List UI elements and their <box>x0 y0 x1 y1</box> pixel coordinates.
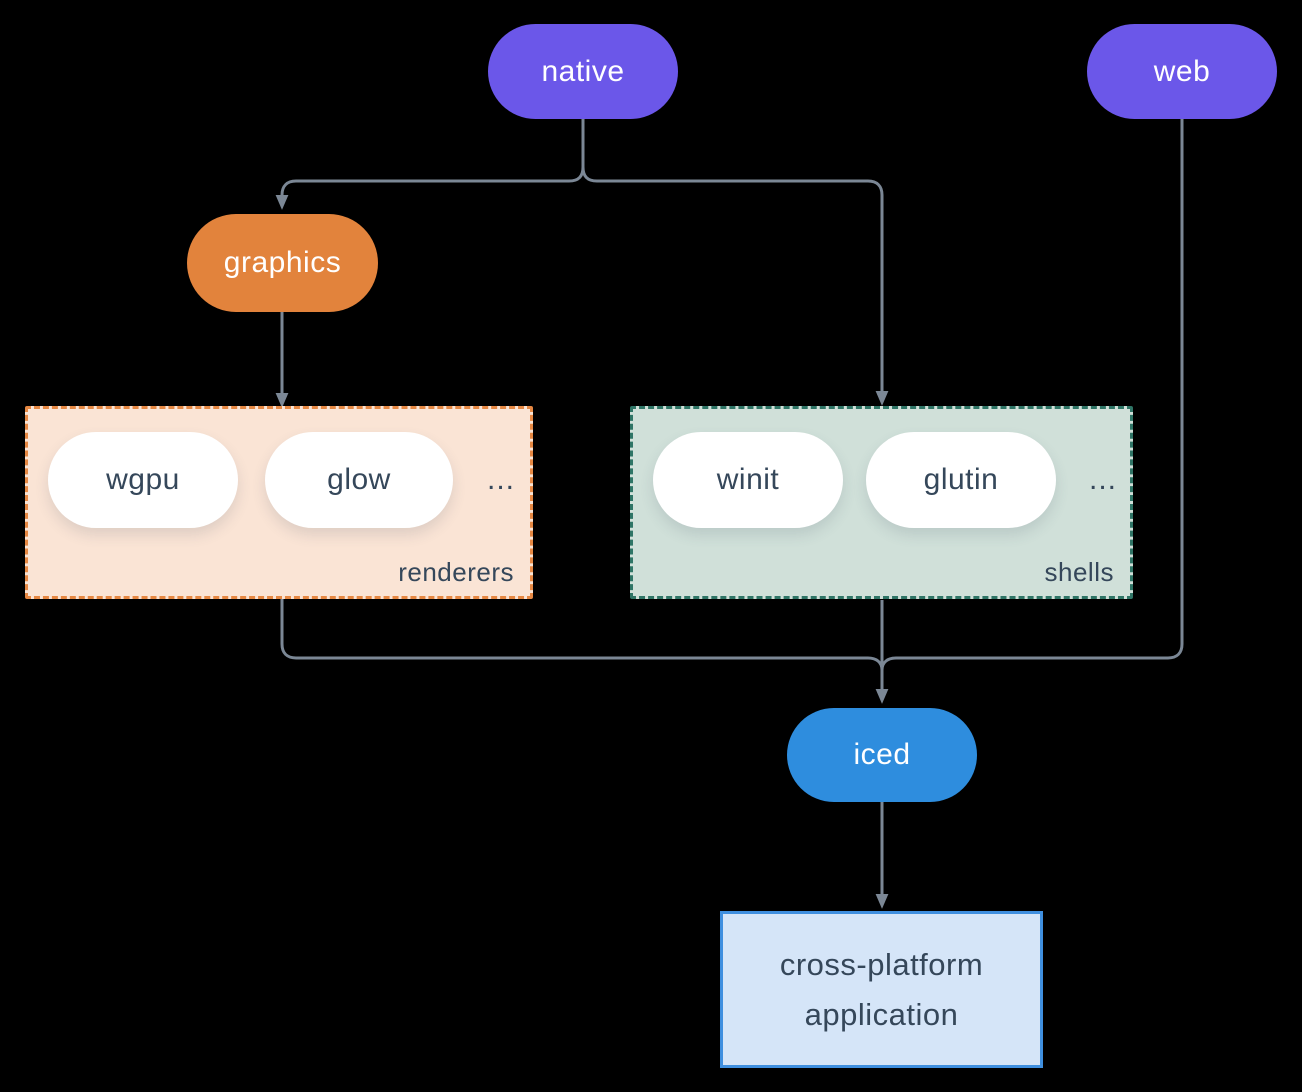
node-native-label: native <box>541 54 625 88</box>
node-winit: winit <box>653 432 843 528</box>
shells-ellipsis: ... <box>1088 463 1117 496</box>
node-winit-label: winit <box>716 463 780 496</box>
node-web: web <box>1087 24 1277 119</box>
node-glow-label: glow <box>327 463 391 496</box>
group-renderers: wgpu glow ... renderers <box>25 406 533 599</box>
node-app-label-line1: cross-platform <box>779 946 984 982</box>
node-graphics-label: graphics <box>223 246 342 279</box>
edge-renderers-to-merge <box>280 598 884 671</box>
group-renderers-label: renderers <box>398 557 514 587</box>
node-wgpu: wgpu <box>48 432 238 528</box>
node-glow: glow <box>265 432 453 528</box>
edge-native-to-graphics <box>275 166 585 210</box>
group-shells: winit glutin ... shells <box>630 406 1133 599</box>
node-glutin-label: glutin <box>923 463 999 496</box>
node-wgpu-label: wgpu <box>106 463 180 496</box>
node-web-label: web <box>1153 54 1211 88</box>
renderers-ellipsis: ... <box>486 463 515 496</box>
node-graphics: graphics <box>187 214 378 312</box>
node-glutin: glutin <box>866 432 1056 528</box>
edge-native-to-shells <box>581 166 889 406</box>
node-app-label-line2: application <box>804 996 959 1032</box>
node-iced-label: iced <box>853 738 911 771</box>
node-iced: iced <box>787 708 977 802</box>
node-native: native <box>488 24 678 119</box>
node-cross-platform-application: cross-platform application <box>720 911 1043 1068</box>
group-shells-label: shells <box>1044 557 1114 587</box>
